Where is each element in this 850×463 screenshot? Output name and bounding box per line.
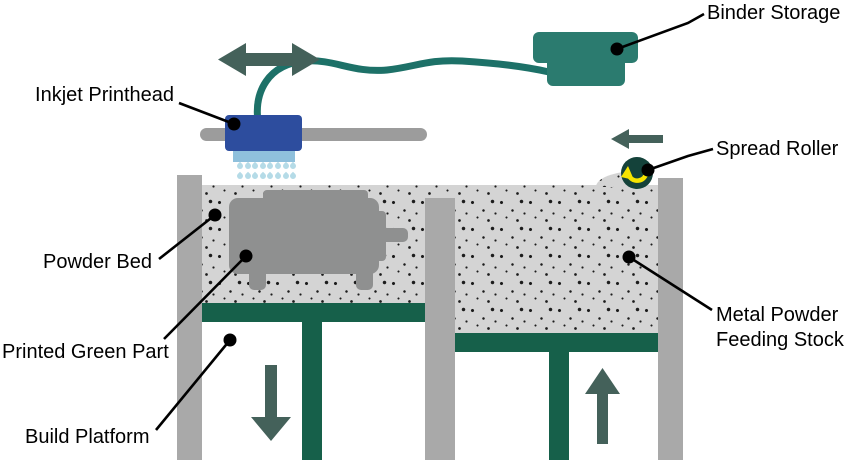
powder-layer-over-middle-wall xyxy=(425,185,455,198)
binder-storage-tank-top xyxy=(533,32,638,63)
leader-spread-roller xyxy=(647,147,714,172)
build-platform-piston xyxy=(302,322,322,460)
binder-droplet xyxy=(273,171,283,181)
binder-droplet xyxy=(250,161,260,171)
printed-part-shaft xyxy=(378,228,408,242)
inkjet-printhead-body xyxy=(225,115,302,151)
binder-droplet xyxy=(288,161,298,171)
label-build-platform: Build Platform xyxy=(25,426,150,448)
label-binder-storage: Binder Storage xyxy=(707,2,841,24)
label-printed-green-part: Printed Green Part xyxy=(2,341,169,363)
left-wall xyxy=(177,175,202,460)
spread-roller-circle xyxy=(621,157,653,189)
right-wall xyxy=(658,178,683,460)
binder-droplet xyxy=(273,161,283,171)
binder-droplet xyxy=(235,171,245,181)
printhead-traverse-arrow xyxy=(218,43,320,76)
binder-droplets xyxy=(235,161,299,183)
feed-platform-arrow-shaft xyxy=(597,393,608,444)
label-powder-bed: Powder Bed xyxy=(43,251,152,273)
build-platform-arrow-head xyxy=(251,417,291,441)
feed-platform-plate xyxy=(455,333,658,352)
binder-droplet xyxy=(266,161,275,171)
printhead-nozzle-plate xyxy=(233,151,295,162)
printed-part-body xyxy=(229,198,379,274)
binder-droplet xyxy=(250,171,260,181)
feed-platform-arrow-head xyxy=(585,368,620,394)
label-metal-powder-line2: Feeding Stock xyxy=(716,329,844,351)
label-inkjet-printhead: Inkjet Printhead xyxy=(35,84,174,106)
label-spread-roller: Spread Roller xyxy=(716,138,839,160)
printed-part-right-foot xyxy=(356,270,373,290)
middle-wall xyxy=(425,198,455,460)
dot-build-platform xyxy=(223,333,237,347)
roller-travel-arrow xyxy=(611,129,663,149)
binder-storage-tank-bottom xyxy=(547,60,625,86)
build-platform-plate xyxy=(202,303,425,322)
metal-powder-feeding-stock-area xyxy=(455,185,658,333)
binder-droplet xyxy=(266,171,275,181)
binder-droplet xyxy=(235,161,245,171)
feed-platform-piston xyxy=(549,352,569,460)
build-platform-arrow-shaft xyxy=(265,365,277,418)
printed-part-left-foot xyxy=(249,270,266,290)
label-metal-powder-line1: Metal Powder xyxy=(716,304,839,326)
binder-droplet xyxy=(288,171,298,181)
